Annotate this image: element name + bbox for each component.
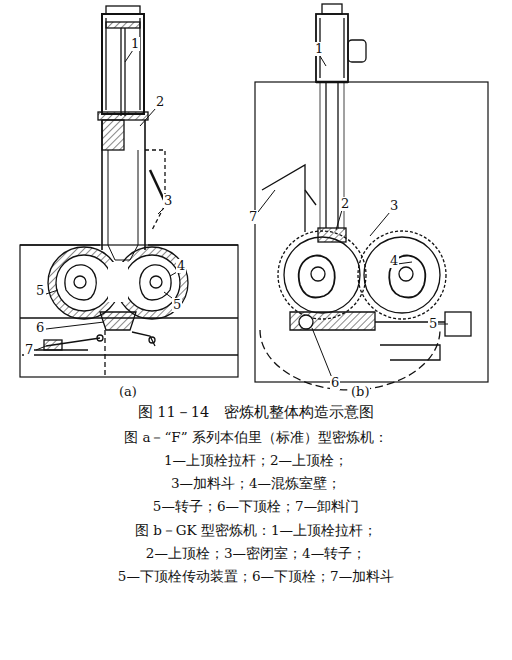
caption-line: 2—上顶栓；3—密闭室；4—转子； — [0, 546, 512, 561]
caption-line: 图 b－GK 型密炼机：1—上顶栓拉杆； — [0, 523, 512, 538]
caption-line: 图 a－“F” 系列本伯里（标准）型密炼机： — [0, 430, 512, 445]
subfigure-label: (b) — [350, 385, 370, 399]
callout-number: 6 — [35, 321, 45, 335]
callout-number: 7 — [24, 343, 34, 357]
callout-number: 6 — [330, 376, 340, 390]
callout-number: 5 — [428, 317, 438, 331]
subfigure-label: (a) — [118, 385, 138, 399]
caption-line: 3—加料斗；4—混炼室壁； — [0, 476, 512, 491]
figure-b — [255, 4, 488, 390]
callout-number: 1 — [314, 42, 324, 56]
callout-number: 3 — [389, 199, 399, 213]
figure-a — [20, 6, 238, 377]
caption-line: 5—转子；6—下顶栓；7—卸料门 — [0, 499, 512, 514]
figure-title: 图 11－14 密炼机整体构造示意图 — [0, 405, 512, 421]
callout-number: 5 — [35, 284, 45, 298]
leader-lines — [36, 50, 448, 378]
callout-number: 2 — [340, 197, 350, 211]
callout-number: 4 — [176, 259, 186, 273]
callout-number: 1 — [130, 37, 140, 51]
callout-number: 3 — [163, 194, 173, 208]
caption-line: 1—上顶栓拉杆；2—上顶栓； — [0, 453, 512, 468]
callout-number: 5 — [172, 298, 182, 312]
caption-line: 5—下顶栓传动装置；6—下顶栓；7—加料斗 — [0, 569, 512, 584]
callout-number: 7 — [248, 210, 258, 224]
callout-number: 4 — [389, 254, 399, 268]
callout-number: 2 — [155, 95, 165, 109]
